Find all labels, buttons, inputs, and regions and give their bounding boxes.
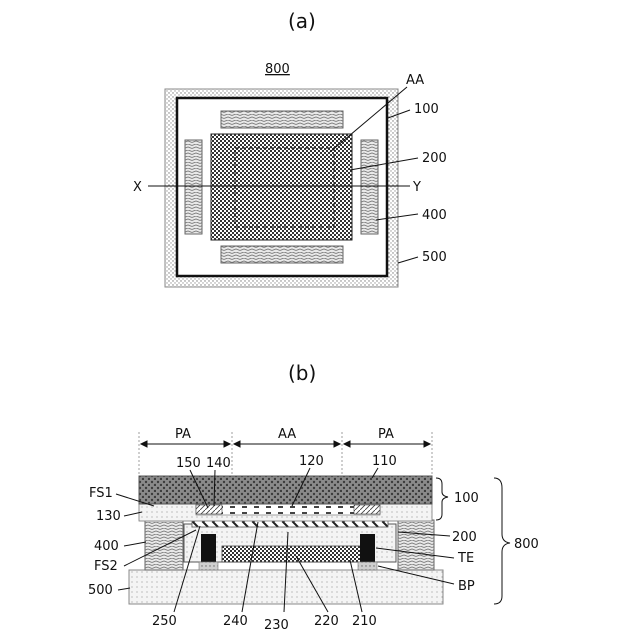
label-150: 150 bbox=[176, 456, 201, 471]
label-100: 100 bbox=[414, 102, 439, 117]
label-120: 120 bbox=[299, 454, 324, 469]
leader-400-b bbox=[124, 542, 146, 546]
post-400-right bbox=[398, 520, 434, 570]
label-aa: AA bbox=[406, 73, 424, 88]
label-800-b: 800 bbox=[514, 537, 539, 552]
leader-500-b bbox=[118, 588, 130, 590]
panel-a: (a) 800 AA 100 200 400 500 X Y bbox=[133, 9, 447, 287]
layer-220 bbox=[222, 546, 368, 562]
label-200: 200 bbox=[422, 151, 447, 166]
brace-100 bbox=[436, 478, 448, 520]
label-bp: BP bbox=[458, 579, 475, 594]
device-label-800: 800 bbox=[265, 62, 290, 77]
label-500-b: 500 bbox=[88, 583, 113, 598]
label-240: 240 bbox=[223, 614, 248, 629]
strip-400-left bbox=[185, 140, 202, 234]
label-fs2: FS2 bbox=[94, 559, 118, 574]
label-y: Y bbox=[412, 180, 421, 195]
bond-pad-bp-right bbox=[358, 562, 377, 570]
label-fs1: FS1 bbox=[89, 486, 113, 501]
label-250: 250 bbox=[152, 614, 177, 629]
label-500: 500 bbox=[422, 250, 447, 265]
label-130: 130 bbox=[96, 509, 121, 524]
label-220: 220 bbox=[314, 614, 339, 629]
panel-b: (b) PA AA PA bbox=[88, 361, 539, 633]
label-110: 110 bbox=[372, 454, 397, 469]
label-x: X bbox=[133, 180, 142, 195]
label-400-b: 400 bbox=[94, 539, 119, 554]
pad-150-left bbox=[196, 505, 222, 514]
panel-b-title: (b) bbox=[288, 361, 316, 385]
label-230: 230 bbox=[264, 618, 289, 633]
panel-a-title: (a) bbox=[288, 9, 316, 33]
layer-140-120 bbox=[196, 504, 380, 515]
electrode-te-right bbox=[360, 534, 375, 562]
label-400: 400 bbox=[422, 208, 447, 223]
strip-400-bottom bbox=[221, 246, 343, 263]
label-140: 140 bbox=[206, 456, 231, 471]
electrode-te-left bbox=[201, 534, 216, 562]
label-100-b: 100 bbox=[454, 491, 479, 506]
region-pa-left: PA bbox=[175, 427, 191, 442]
label-210: 210 bbox=[352, 614, 377, 629]
layer-110-fs1 bbox=[139, 476, 432, 504]
brace-800 bbox=[494, 478, 510, 604]
label-te: TE bbox=[457, 551, 474, 566]
region-aa: AA bbox=[278, 427, 296, 442]
pad-150-right bbox=[354, 505, 380, 514]
label-200-b: 200 bbox=[452, 530, 477, 545]
strip-400-top bbox=[221, 111, 343, 128]
region-pa-right: PA bbox=[378, 427, 394, 442]
bond-pad-bp-left bbox=[199, 562, 218, 570]
leader-500 bbox=[398, 257, 418, 263]
post-400-left bbox=[145, 520, 183, 570]
strip-400-right bbox=[361, 140, 378, 234]
display-200 bbox=[211, 134, 352, 240]
